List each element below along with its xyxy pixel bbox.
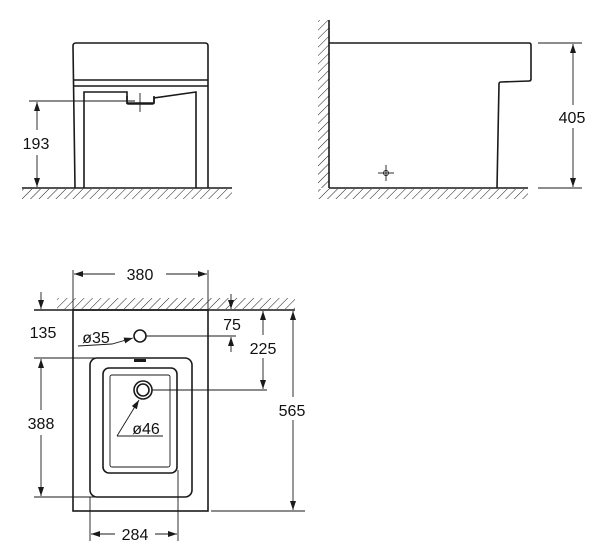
width-label: 380: [127, 267, 154, 284]
floor-hatch: [22, 189, 232, 199]
bidet-outline: [329, 42, 532, 189]
wall-hatch: [57, 298, 295, 309]
supply-point-crosshair: [378, 165, 394, 181]
top-view: 380 135 388 ø35 75 225 565 ø46: [28, 267, 306, 544]
wall-hatch: [318, 20, 329, 188]
bowl-width-label: 284: [122, 527, 149, 544]
side-view: 405: [318, 20, 585, 199]
tap-offset-label: 75: [223, 317, 241, 334]
floor-hatch: [318, 189, 528, 199]
front-height-label: 193: [23, 136, 50, 153]
tap-hole: [133, 329, 147, 343]
tap-hole-label: ø35: [82, 330, 110, 347]
wall-to-rim-label: 135: [30, 325, 57, 342]
drain-notch: [126, 96, 155, 105]
drain-label: ø46: [132, 421, 160, 438]
front-view: 193: [22, 42, 232, 199]
bidet-outline: [72, 309, 209, 512]
drain-inner: [136, 383, 150, 397]
rim-outline: [89, 357, 193, 498]
overflow-slot: [134, 359, 146, 362]
bowl-length-label: 388: [28, 416, 55, 433]
drain-offset-label: 225: [250, 341, 277, 358]
side-height-label: 405: [559, 110, 586, 127]
bidet-outline: [72, 42, 209, 188]
bowl-outline: [102, 367, 178, 474]
depth-label: 565: [279, 403, 306, 420]
